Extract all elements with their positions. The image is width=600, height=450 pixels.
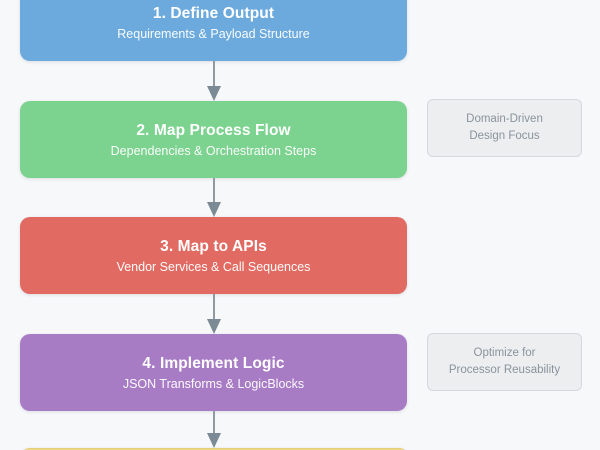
flow-arrow-3	[206, 294, 221, 334]
flow-arrow-4	[206, 411, 221, 448]
arrow-shaft	[212, 411, 215, 433]
arrowhead-down-icon	[206, 433, 221, 448]
step-title: 4. Implement Logic	[142, 354, 285, 372]
arrow-shaft	[212, 61, 215, 86]
annotation-line: Domain-Driven	[466, 112, 543, 125]
flow-step-map-to-apis: 3. Map to APIs Vendor Services & Call Se…	[20, 217, 407, 294]
step-subtitle: Vendor Services & Call Sequences	[116, 259, 311, 274]
annotation-line: Design Focus	[469, 130, 540, 142]
step-title: 3. Map to APIs	[160, 237, 267, 255]
arrowhead-down-icon	[206, 202, 221, 217]
step-subtitle: Requirements & Payload Structure	[117, 26, 310, 41]
annotation-domain-driven-design-focus: Domain-Driven Design Focus	[427, 99, 582, 157]
flow-arrow-1	[206, 61, 221, 101]
step-subtitle: Dependencies & Orchestration Steps	[110, 143, 317, 158]
step-title: 1. Define Output	[152, 4, 275, 22]
arrowhead-down-icon	[206, 319, 221, 334]
flow-step-map-process-flow: 2. Map Process Flow Dependencies & Orche…	[20, 101, 407, 178]
flow-step-implement-logic: 4. Implement Logic JSON Transforms & Log…	[20, 334, 407, 411]
arrow-shaft	[212, 294, 215, 319]
annotation-optimize-processor-reusability: Optimize for Processor Reusability	[427, 333, 582, 391]
flow-arrow-2	[206, 178, 221, 217]
arrowhead-down-icon	[206, 86, 221, 101]
arrow-shaft	[212, 178, 215, 202]
step-title: 2. Map Process Flow	[136, 121, 291, 139]
flow-step-define-output: 1. Define Output Requirements & Payload …	[20, 0, 407, 61]
annotation-line: Optimize for	[473, 346, 536, 359]
step-subtitle: JSON Transforms & LogicBlocks	[122, 376, 305, 391]
annotation-line: Processor Reusability	[448, 364, 561, 376]
